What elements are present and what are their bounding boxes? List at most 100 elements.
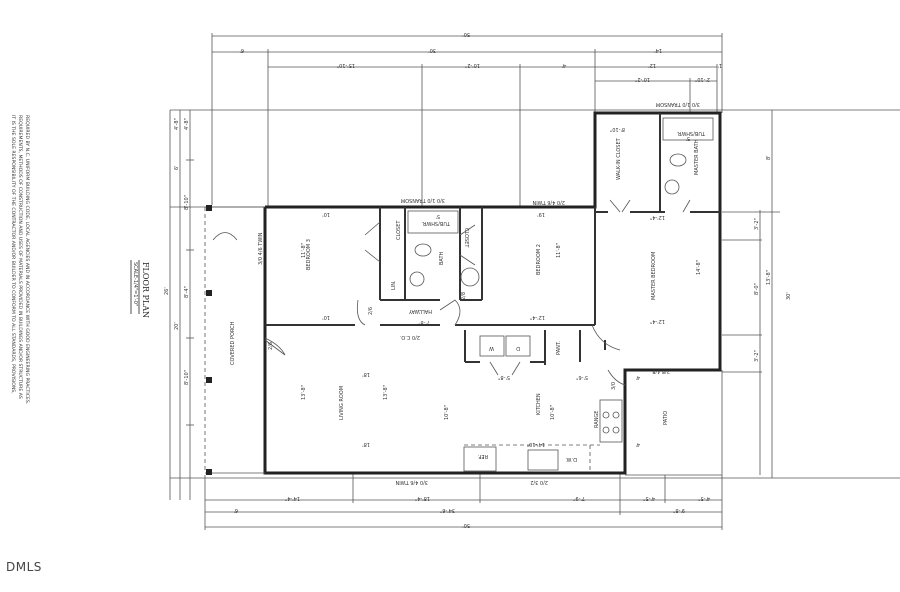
dim-label: 26' <box>164 287 170 295</box>
dim-label: 34'-6" <box>440 507 455 513</box>
label-tub: TUB/SHWR. <box>421 220 451 226</box>
dim-label: 14'-8" <box>696 260 702 275</box>
exterior-walls <box>263 111 722 475</box>
dim-label: 18'-4" <box>415 495 430 501</box>
note-line: REQUIRED BY N.C. UNIFORM BUILDING CODE, … <box>24 115 30 404</box>
bottom-dimension-lines <box>170 473 900 530</box>
dimension-labels: 50' 6' 30' 14' 15'-10" 10'-2" 4' 12' 1' … <box>164 31 792 528</box>
label-door: 2/6 <box>268 342 274 350</box>
label-bath: BATH <box>439 251 445 265</box>
dim-label: 8'-10" <box>184 195 190 210</box>
dim-label: 14'-10" <box>527 441 545 447</box>
dim-label: 10'-2" <box>465 62 480 68</box>
dim-label: 10' <box>322 211 330 217</box>
label-linen: LIN. <box>391 280 397 290</box>
left-dimension-lines <box>169 110 194 500</box>
doors <box>264 199 691 386</box>
covered-porch <box>204 205 265 475</box>
label-ref: REF. <box>477 453 488 459</box>
label-transom: 3/0 1/0 TRANSOM <box>656 101 700 107</box>
right-dimension-lines <box>722 110 780 478</box>
fixtures <box>407 117 714 472</box>
dim-label: 4'-8" <box>184 118 190 130</box>
dim-label: 4' <box>635 374 640 380</box>
label-dw: D.W. <box>565 456 577 462</box>
label-window: 3/0 4/6 TWIN <box>395 479 428 485</box>
label-window: 2/0 4/6 TWIN <box>532 199 565 205</box>
dim-label: 13'-8" <box>301 385 307 400</box>
dim-label: 50' <box>462 522 470 528</box>
dim-label: 10' <box>322 314 330 320</box>
label-transom: 3/0 1/0 TRANSOM <box>401 197 445 203</box>
dim-label: 5' <box>685 135 690 141</box>
dim-label: 50' <box>462 31 470 37</box>
label-kitchen: KITCHEN <box>536 393 542 415</box>
dim-label: 5'-6" <box>576 374 588 380</box>
plan-scale: SCALE-1/4"=1'-0" <box>132 262 138 306</box>
dim-label: 8' <box>766 155 772 160</box>
dim-label: 11'-8" <box>556 243 562 258</box>
dim-label: 7'-9" <box>573 495 585 501</box>
dim-label: 11'-8" <box>301 243 307 258</box>
dim-label: 8'-4" <box>184 286 190 298</box>
dim-label: 4'-8" <box>174 118 180 130</box>
label-closet: CLOSET <box>396 220 402 240</box>
label-door: 2/6 <box>368 307 374 315</box>
dim-label: 3'-2" <box>754 350 760 362</box>
note-line: IT IS THE SOLE RESPONSIBILITY OF THE CON… <box>10 115 16 394</box>
label-door: 2/8 <box>461 292 467 300</box>
dim-label: 9'-8" <box>673 507 685 513</box>
patio-outline <box>625 370 723 476</box>
title-block: FLOOR PLAN SCALE-1/4"=1'-0" <box>130 260 150 318</box>
dmls-watermark: DMLS <box>6 560 42 574</box>
label-bedroom2: BEDROOM 2 <box>536 244 542 275</box>
dim-label: 2'-10" <box>695 76 710 82</box>
label-master-bath: MASTER BATH <box>694 139 700 175</box>
dim-label: 13'-8" <box>383 385 389 400</box>
label-hallway: HALLWAY <box>408 308 432 314</box>
dim-label: 30' <box>428 47 436 53</box>
interior-walls <box>265 113 720 365</box>
opening-labels: 3/0 1/0 TRANSOM 3/0 1/0 TRANSOM 2/0 4/6 … <box>258 101 700 485</box>
label-washer: W <box>489 345 494 351</box>
dim-label: 20' <box>174 322 180 330</box>
label-tub: TUB/SHWR. <box>676 130 706 136</box>
label-bedroom3: BEDROOM 3 <box>306 239 312 270</box>
top-dimension-lines <box>170 33 900 208</box>
dim-label: 30' <box>786 292 792 300</box>
dim-label: 4'-5" <box>643 495 655 501</box>
dim-label: 8'-10" <box>610 126 625 132</box>
dim-label: 18' <box>362 441 370 447</box>
dim-label: 7'-8" <box>418 319 430 325</box>
dim-label: 8'-10" <box>184 370 190 385</box>
dim-label: 5' <box>435 213 440 219</box>
label-master-bedroom: MASTER BEDROOM <box>651 252 657 300</box>
label-window: 2/0 3/2 <box>530 479 548 485</box>
dim-label: 3'-2" <box>754 218 760 230</box>
label-pantry: PANT. <box>556 341 562 355</box>
dim-label: 19' <box>537 211 545 217</box>
dim-label: 18' <box>362 371 370 377</box>
label-range: RANGE <box>594 411 600 428</box>
dim-label: 4' <box>635 441 640 447</box>
dim-label: 14'-4" <box>285 495 300 501</box>
dim-label: 6' <box>174 165 180 170</box>
plan-title: FLOOR PLAN <box>141 262 150 318</box>
dim-label: 12'-4" <box>650 318 665 324</box>
dim-label: 10'-8" <box>550 405 556 420</box>
dim-label: 14' <box>654 47 662 53</box>
label-dryer: D <box>516 345 520 351</box>
label-covered-porch: COVERED PORCH <box>230 321 236 365</box>
note-line: REQUIREMENTS, METHODS OF CONSTRUCTION AN… <box>17 115 23 399</box>
dim-label: 12'-4" <box>650 214 665 220</box>
dim-label: 4' <box>561 62 566 68</box>
label-walkin-closet: WALK-IN CLOSET <box>616 137 622 180</box>
label-opening: 2/0 C.O. <box>400 334 420 340</box>
dim-label: 5'-8" <box>498 374 510 380</box>
contractor-note: IT IS THE SOLE RESPONSIBILITY OF THE CON… <box>10 115 30 404</box>
dim-label: 10'-8" <box>444 405 450 420</box>
dim-label: 15'-10" <box>337 62 355 68</box>
label-closet: CLOSET <box>463 228 469 248</box>
dim-label: 12' <box>648 62 656 68</box>
